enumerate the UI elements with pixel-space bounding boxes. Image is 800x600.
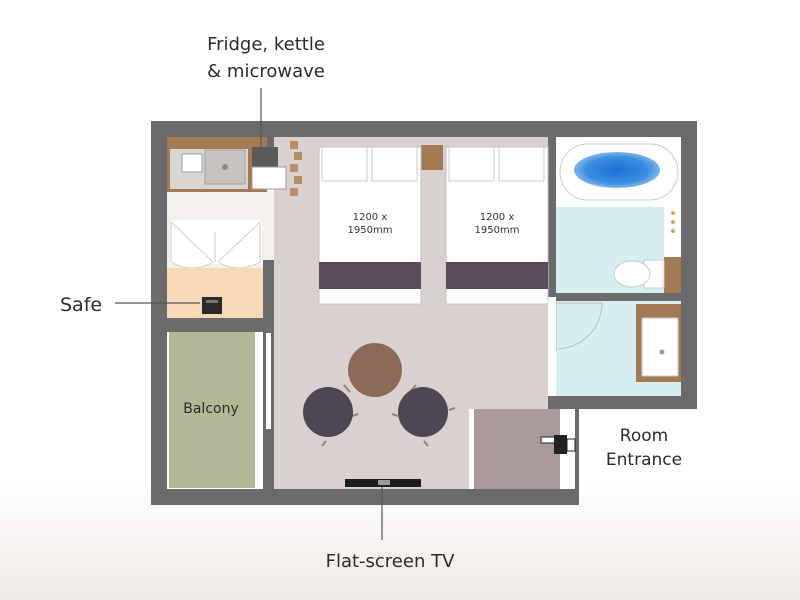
- safe-box: [202, 297, 222, 314]
- bed2-size-line1: 1200 x: [480, 212, 515, 223]
- fridge-label-line1: Fridge, kettle: [207, 34, 325, 55]
- bathroom: [548, 137, 681, 396]
- bed1-size-line1: 1200 x: [353, 212, 388, 223]
- walls: [151, 121, 697, 505]
- wardrobe: [170, 220, 262, 269]
- dining-set: [303, 343, 456, 447]
- room-entrance-label-line2: Entrance: [606, 450, 682, 470]
- balcony-area: [169, 332, 255, 488]
- bed-2: [445, 146, 549, 305]
- bed1-size-line2: 1950mm: [348, 225, 393, 236]
- room-entrance-label-line1: Room: [620, 426, 668, 446]
- entry-floor: [474, 409, 560, 489]
- kitchenette: [167, 137, 302, 196]
- bed-1: [318, 146, 422, 305]
- tv-label: Flat-screen TV: [326, 551, 455, 572]
- chair-left: [303, 387, 353, 437]
- entrance-hand-icon: [540, 435, 576, 454]
- washbasin: [641, 317, 679, 377]
- microwave: [252, 147, 278, 167]
- chair-right: [398, 387, 448, 437]
- bed2-size-line2: 1950mm: [475, 225, 520, 236]
- balcony-label: Balcony: [183, 401, 239, 417]
- table: [348, 343, 402, 397]
- safe-label: Safe: [60, 294, 102, 316]
- fridge-label-line2: & microwave: [207, 61, 325, 82]
- fridge: [251, 166, 287, 190]
